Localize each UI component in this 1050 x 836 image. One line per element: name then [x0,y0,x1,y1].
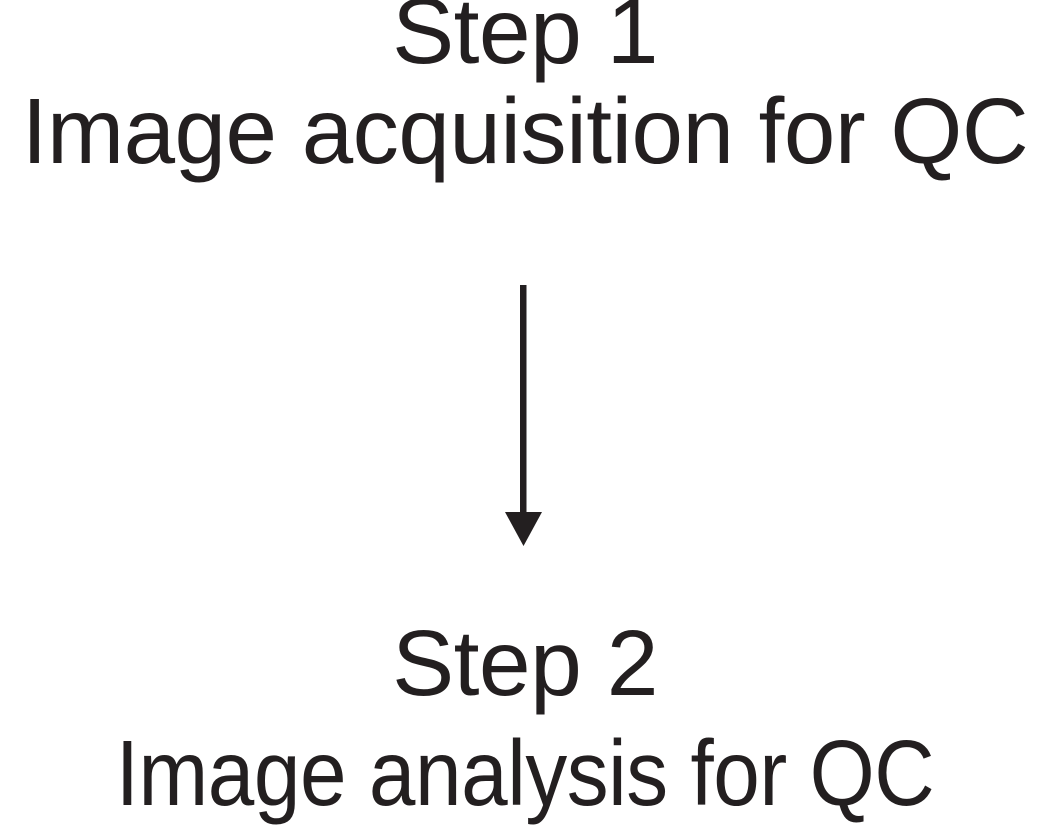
step1-title: Step 1 [392,0,658,83]
down-arrow-icon [0,280,1050,552]
step1-description: Image acquisition for QC [21,79,1029,183]
step2-description: Image analysis for QC [115,721,935,825]
flowchart-node-step1: Step 1 Image acquisition for QC [0,0,1050,200]
flowchart-node-step2: Step 2 Image analysis for QC [0,600,1050,836]
step2-title: Step 2 [392,611,658,715]
